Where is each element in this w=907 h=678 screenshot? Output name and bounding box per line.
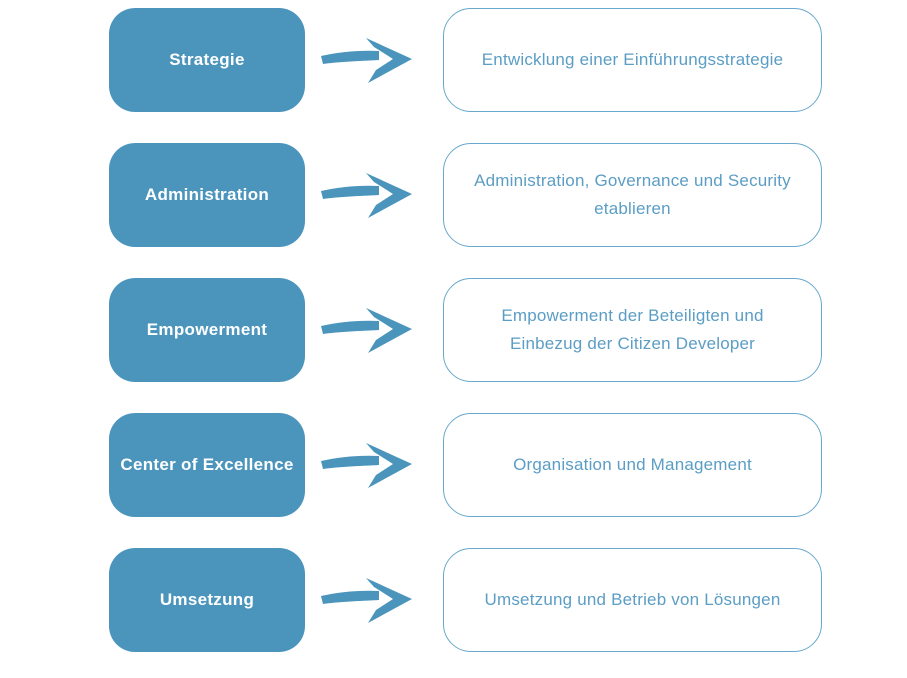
stage-description-box: Entwicklung einer Einführungsstrategie — [443, 8, 822, 112]
process-row: Umsetzung Umsetzung und Betrieb von Lösu… — [0, 548, 907, 652]
stage-description: Organisation und Management — [513, 454, 752, 474]
stage-label: Empowerment — [146, 320, 268, 339]
stage-description-box: Organisation und Management — [443, 413, 822, 517]
process-row: Empowerment Empowerment der Beteiligten … — [0, 278, 907, 382]
stage-description: Entwicklung einer Einführungsstrategie — [481, 49, 784, 69]
stage-description: Empowerment der Beteiligten und Einbezug… — [501, 305, 764, 353]
arrow-right-icon — [305, 548, 443, 652]
stage-box: Empowerment — [109, 278, 305, 382]
arrow-right-icon — [305, 278, 443, 382]
stage-label: Center of Excellence — [120, 455, 294, 474]
process-row: Strategie Entwicklung einer Einführungss… — [0, 8, 907, 112]
stage-description-box: Umsetzung und Betrieb von Lösungen — [443, 548, 822, 652]
stage-box: Strategie — [109, 8, 305, 112]
stage-description: Umsetzung und Betrieb von Lösungen — [484, 589, 781, 609]
stage-label: Administration — [144, 185, 270, 204]
arrow-right-icon — [305, 413, 443, 517]
stage-description-box: Administration, Governance und Security … — [443, 143, 822, 247]
stage-box: Administration — [109, 143, 305, 247]
stage-label: Strategie — [169, 50, 245, 69]
stage-label: Umsetzung — [159, 590, 255, 609]
stage-box: Umsetzung — [109, 548, 305, 652]
stage-description: Administration, Governance und Security … — [474, 170, 791, 218]
arrow-right-icon — [305, 8, 443, 112]
stage-box: Center of Excellence — [109, 413, 305, 517]
stage-description-box: Empowerment der Beteiligten und Einbezug… — [443, 278, 822, 382]
process-row: Center of Excellence Organisation und Ma… — [0, 413, 907, 517]
process-row: Administration Administration, Governanc… — [0, 143, 907, 247]
arrow-right-icon — [305, 143, 443, 247]
